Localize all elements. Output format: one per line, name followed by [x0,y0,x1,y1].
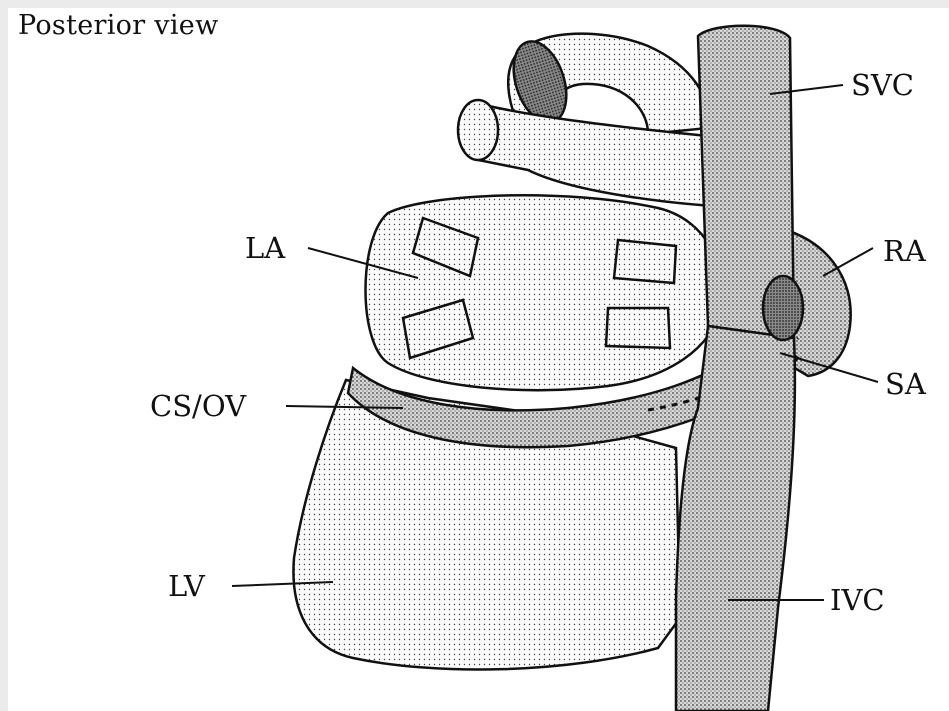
label-ra: RA [883,234,927,268]
pulmonary-artery-end [458,100,498,160]
label-csov: CS/OV [150,389,247,423]
pulmonary-vein-lower-right [606,308,670,348]
label-ivc: IVC [830,583,885,617]
left-atrium [366,195,722,390]
label-sa: SA [885,367,927,401]
label-la: LA [245,231,286,265]
sinoatrial-node [763,276,803,340]
label-lv: LV [168,569,206,603]
label-svc: SVC [851,68,914,102]
pulmonary-vein-upper-right [614,240,676,283]
figure-panel: Posterior view [8,8,949,711]
heart-diagram: SVC LA RA SA CS/OV LV IVC [8,8,949,711]
